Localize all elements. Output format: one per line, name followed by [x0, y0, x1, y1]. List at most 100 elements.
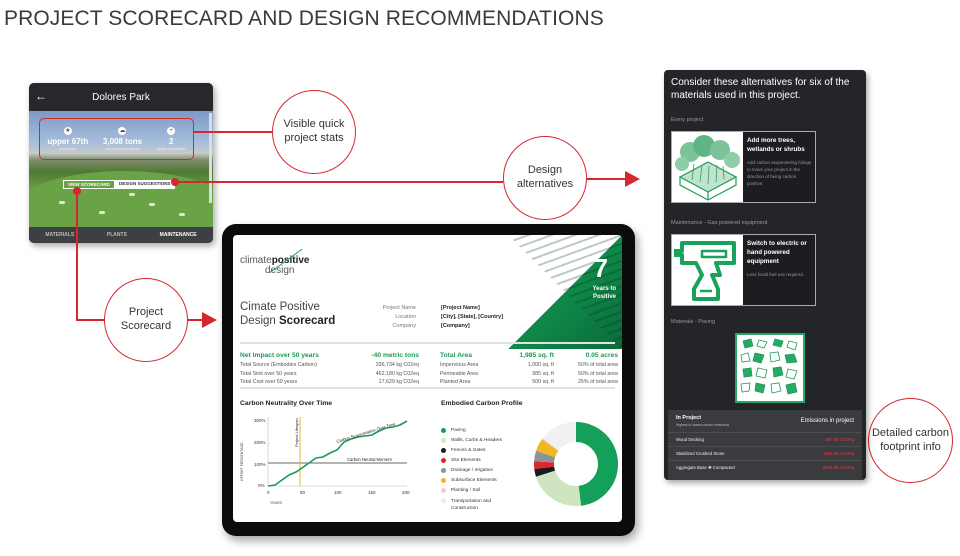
- connector-line: [194, 131, 272, 133]
- callout-quick-stats: Visible quick project stats: [272, 90, 356, 174]
- meta-value: [City], [State], [Country]: [441, 314, 504, 320]
- arrow-right-icon: [202, 312, 217, 328]
- row-value: 985 sq. ft: [532, 370, 554, 377]
- in-project-subtitle: Highest to lowest carbon emissions: [676, 423, 730, 427]
- connector-line: [178, 181, 503, 183]
- tab-plants[interactable]: PLANTS: [106, 232, 127, 238]
- stat-value: 2: [168, 137, 174, 146]
- view-scorecard-button[interactable]: VIEW SCORECARD: [63, 180, 115, 189]
- emission-value: 1100 lbs CO2eq: [823, 451, 854, 456]
- svg-text:100%: 100%: [254, 462, 266, 467]
- row-label: Total Cost over 50 years: [240, 379, 298, 385]
- legend-item: Fences & Gates: [441, 448, 502, 458]
- area-head-row: Total Area 1,985 sq. ft 0.05 acres: [440, 350, 618, 361]
- legend-item: Subsurface Elements: [441, 478, 502, 488]
- legend-label: Walls, Curbs & Headers: [451, 438, 503, 443]
- in-project-table: In Project Highest to lowest carbon emis…: [668, 410, 862, 480]
- phone-header: ← Dolores Park: [29, 83, 213, 111]
- scorecard-title-bold: Scorecard: [279, 315, 336, 328]
- legend-swatch: [441, 448, 446, 453]
- callout-project-scorecard: Project Scorecard: [104, 278, 188, 362]
- callout-design-alternatives: Design alternatives: [503, 136, 587, 220]
- plus-icon: +: [167, 127, 176, 135]
- meta-label: Project Name: [382, 305, 416, 311]
- svg-text:300%: 300%: [254, 418, 266, 423]
- section-label: Maintenance - Gas powered equipment: [671, 220, 768, 226]
- table-row[interactable]: Wood Decking 867 lbs CO2eq: [668, 432, 862, 446]
- emission-value: 5571 lbs CO2eq: [822, 465, 854, 470]
- table-row[interactable]: Aggregate Base ✚ Compacted 5571 lbs CO2e…: [668, 460, 862, 474]
- svg-text:150: 150: [368, 490, 376, 495]
- legend-label: Paving: [451, 428, 466, 433]
- svg-text:Carbon Sequestration Over Time: Carbon Sequestration Over Time: [336, 421, 397, 444]
- tablet-frame: 7 Years to Positive climatepositive desi…: [222, 224, 635, 536]
- svg-text:0: 0: [267, 490, 270, 495]
- green-corner-banner: [508, 235, 622, 349]
- scorecard-title-light: Design: [240, 315, 279, 328]
- material-name: Wood Decking: [676, 437, 704, 442]
- quick-stats: ★ upper 67th percentile ☁ 3,008 tons car…: [39, 118, 194, 160]
- legend-item: Transportation and Construction: [441, 498, 502, 514]
- tab-maintenance[interactable]: MAINTENANCE: [159, 232, 197, 238]
- years-to-positive-label: Years to Positive: [592, 286, 616, 301]
- park-people: [99, 211, 105, 214]
- paving-stones-icon[interactable]: [735, 333, 805, 403]
- row-value: 17,629 kg C02eq: [378, 379, 419, 385]
- y-axis-label: OFFSET PERCENTAGE: [240, 442, 244, 481]
- design-alternatives-panel: Consider these alternatives for six of t…: [664, 70, 866, 480]
- carbon-row: Total Cost over 50 years 17,629 kg C02eq: [240, 378, 419, 387]
- page-title: PROJECT SCORECARD AND DESIGN RECOMMENDAT…: [4, 7, 604, 30]
- stat-label: years to positive: [156, 146, 186, 151]
- card-title: Add more trees, wetlands or shrubs: [747, 137, 805, 153]
- phone-title: Dolores Park: [92, 91, 150, 103]
- card-title: Switch to electric or hand powered equip…: [747, 240, 807, 265]
- design-suggestions-button[interactable]: DESIGN SUGGESTIONS: [115, 180, 175, 189]
- area-row: Permeable Area 985 sq. ft 50% of total are…: [440, 370, 618, 379]
- embodied-carbon-donut: [534, 422, 618, 506]
- table-row[interactable]: Stabilized Crushed Stone 1100 lbs CO2eq: [668, 446, 862, 460]
- carbon-head-label: Net Impact over 50 years: [240, 352, 319, 359]
- svg-text:0%: 0%: [258, 483, 265, 488]
- svg-text:50: 50: [300, 490, 306, 495]
- area-head-extra: 0.05 acres: [585, 352, 618, 359]
- alternative-card-trees[interactable]: Add more trees, wetlands or shrubs Add c…: [671, 131, 816, 203]
- scorecard-title-line1: Cimate Positive: [240, 301, 320, 313]
- logo-text-light: climate: [240, 255, 272, 266]
- legend-label: Planting / Soil: [451, 488, 481, 493]
- row-label: Total Sink over 50 years: [240, 370, 297, 377]
- row-pct: 50% of total area: [577, 370, 618, 377]
- trees-planter-icon: [672, 132, 743, 202]
- tab-materials[interactable]: MATERIALS: [45, 232, 75, 238]
- arrow-left-icon[interactable]: ←: [35, 89, 47, 103]
- alternative-card-equipment[interactable]: Switch to electric or hand powered equip…: [671, 234, 816, 306]
- logo-text-bold: positive: [271, 255, 310, 266]
- legend-swatch: [441, 458, 446, 463]
- svg-text:200: 200: [402, 490, 410, 495]
- row-value: 336,734 kg C02eq: [375, 362, 419, 368]
- row-value: 500 sq. ft: [532, 379, 554, 385]
- svg-text:100: 100: [334, 490, 342, 495]
- svg-text:200%: 200%: [254, 440, 266, 445]
- material-name: Aggregate Base ✚ Compacted: [676, 465, 735, 470]
- scorecard-title: Cimate Positive Design Scorecard: [240, 300, 335, 329]
- park-people: [149, 203, 155, 206]
- callout-dot: [171, 178, 179, 186]
- card-description: Less fossil fuel use required.: [747, 272, 805, 277]
- area-head-value: 1,985 sq. ft: [519, 352, 554, 359]
- in-project-title: In Project: [676, 415, 702, 421]
- row-label: Impervious Area: [440, 362, 479, 368]
- area-head-label: Total Area: [440, 352, 472, 359]
- project-meta-labels: Project Name Location Company: [369, 304, 416, 331]
- phone-tab-bar: MATERIALS PLANTS MAINTENANCE: [29, 227, 213, 243]
- park-people: [129, 193, 135, 196]
- carbon-stats: Net Impact over 50 years -40 metric tons…: [240, 350, 419, 387]
- legend-swatch: [441, 488, 446, 493]
- row-value: 462,180 kg C02eq: [375, 370, 419, 377]
- climate-positive-logo: climatepositive design: [240, 248, 310, 276]
- svg-text:Project Lifespan: Project Lifespan: [294, 418, 299, 447]
- carbon-head-value: -40 metric tons: [371, 352, 419, 359]
- scrollbar[interactable]: [209, 113, 212, 203]
- row-label: Permeable Area: [440, 370, 478, 377]
